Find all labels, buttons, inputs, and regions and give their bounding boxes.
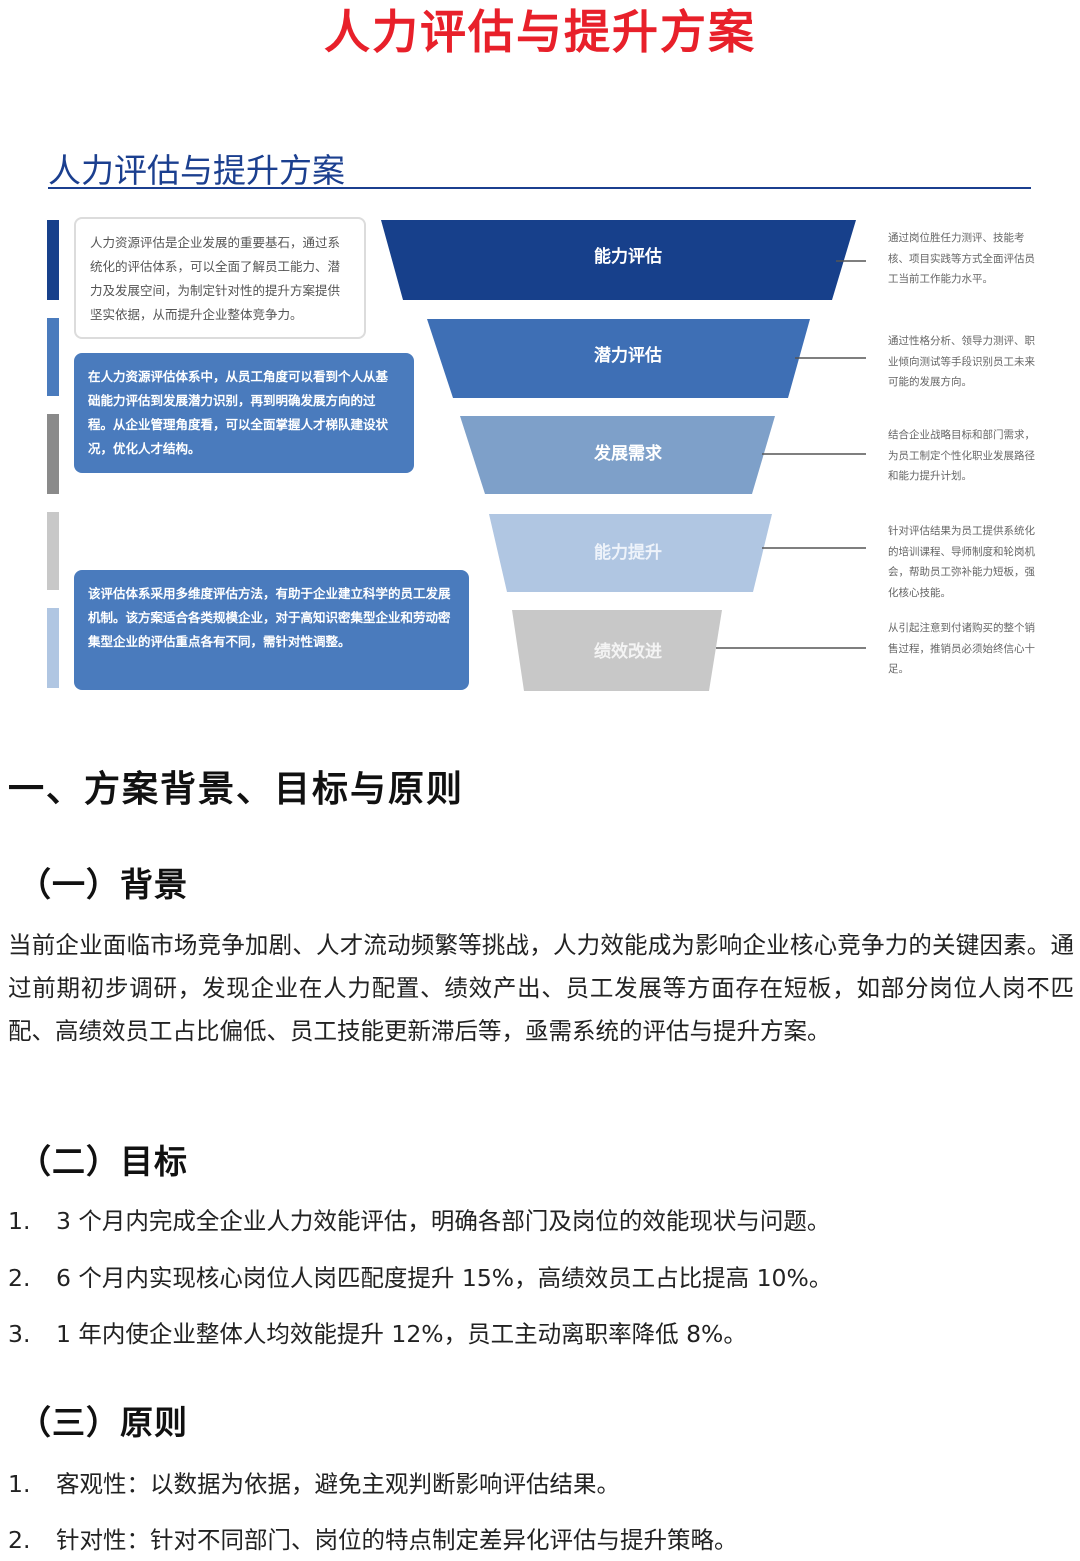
funnel-chart [381,220,866,691]
funnel-stage-4 [489,514,772,592]
section-heading: 一、方案背景、目标与原则 [8,769,465,810]
list-text: 1 年内使企业整体人均效能提升 12%，员工主动离职率降低 8%。 [56,1320,747,1348]
goal-item-1: 1. 3 个月内完成全企业人力效能评估，明确各部门及岗位的效能现状与问题。 [8,1205,1074,1237]
list-number: 1. [8,1207,31,1235]
stage-note-5: 从引起注意到付诸购买的整个销售过程，推销员必须始终信心十足。 [888,622,1035,675]
funnel-label-1: 能力评估 [594,247,662,267]
list-text: 3 个月内完成全企业人力效能评估，明确各部门及岗位的效能现状与问题。 [56,1207,831,1235]
list-text: 客观性：以数据为依据，避免主观判断影响评估结果。 [56,1470,620,1498]
funnel-stage-2 [427,319,810,398]
list-number: 2. [8,1264,31,1292]
perspective-text-box: 在人力资源评估体系中，从员工角度可以看到个人从基础能力评估到发展潜力识别，再到明… [74,353,414,473]
goals-heading: （二）目标 [18,1142,188,1181]
funnel-stage-1 [381,220,856,300]
stage-note-3: 结合企业战略目标和部门需求，为员工制定个性化职业发展路径和能力提升计划。 [888,429,1035,482]
principle-item-1: 1. 客观性：以数据为依据，避免主观判断影响评估结果。 [8,1468,1074,1500]
goal-item-3: 3. 1 年内使企业整体人均效能提升 12%，员工主动离职率降低 8%。 [8,1318,1074,1350]
intro-text: 人力资源评估是企业发展的重要基石，通过系统化的评估体系，可以全面了解员工能力、潜… [90,235,341,322]
funnel-label-4: 能力提升 [594,543,662,563]
funnel-infographic: 人力评估与提升方案 人力资源评估是企业发展的重要基石，通过系统化的评估体系，可以… [0,130,1080,710]
method-text: 该评估体系采用多维度评估方法，有助于企业建立科学的员工发展机制。该方案适合各类规… [88,586,451,649]
method-text-box: 该评估体系采用多维度评估方法，有助于企业建立科学的员工发展机制。该方案适合各类规… [74,570,469,690]
funnel-label-5: 绩效改进 [594,642,662,662]
side-bar-3 [47,414,59,494]
background-heading: （一）背景 [18,865,188,904]
funnel-stage-3 [460,416,775,494]
side-bar-4 [47,512,59,590]
funnel-label-3: 发展需求 [594,444,662,464]
list-text: 6 个月内实现核心岗位人岗匹配度提升 15%，高绩效员工占比提高 10%。 [56,1264,833,1292]
principle-item-2: 2. 针对性：针对不同部门、岗位的特点制定差异化评估与提升策略。 [8,1524,1074,1556]
document-title: 人力评估与提升方案 [324,5,756,59]
funnel-label-2: 潜力评估 [594,346,662,366]
infographic-title: 人力评估与提升方案 [48,151,345,190]
list-number: 3. [8,1320,31,1348]
principles-heading: （三）原则 [18,1403,188,1442]
intro-text-box: 人力资源评估是企业发展的重要基石，通过系统化的评估体系，可以全面了解员工能力、潜… [74,217,366,339]
side-bar-2 [47,318,59,396]
stage-note-2: 通过性格分析、领导力测评、职业倾向测试等手段识别员工未来可能的发展方向。 [888,335,1035,388]
side-bar-5 [47,608,59,688]
background-paragraph: 当前企业面临市场竞争加剧、人才流动频繁等挑战，人力效能成为影响企业核心竞争力的关… [8,931,1074,1045]
perspective-text: 在人力资源评估体系中，从员工角度可以看到个人从基础能力评估到发展潜力识别，再到明… [88,369,389,456]
goal-item-2: 2. 6 个月内实现核心岗位人岗匹配度提升 15%，高绩效员工占比提高 10%。 [8,1262,1074,1294]
list-number: 2. [8,1526,31,1554]
list-number: 1. [8,1470,31,1498]
stage-note-1: 通过岗位胜任力测评、技能考核、项目实践等方式全面评估员工当前工作能力水平。 [888,232,1035,285]
title-underline [48,187,1031,189]
stage-note-4: 针对评估结果为员工提供系统化的培训课程、导师制度和轮岗机会，帮助员工弥补能力短板… [888,525,1035,599]
side-bar-1 [47,220,59,300]
list-text: 针对性：针对不同部门、岗位的特点制定差异化评估与提升策略。 [56,1526,738,1554]
funnel-stage-5 [512,610,722,691]
